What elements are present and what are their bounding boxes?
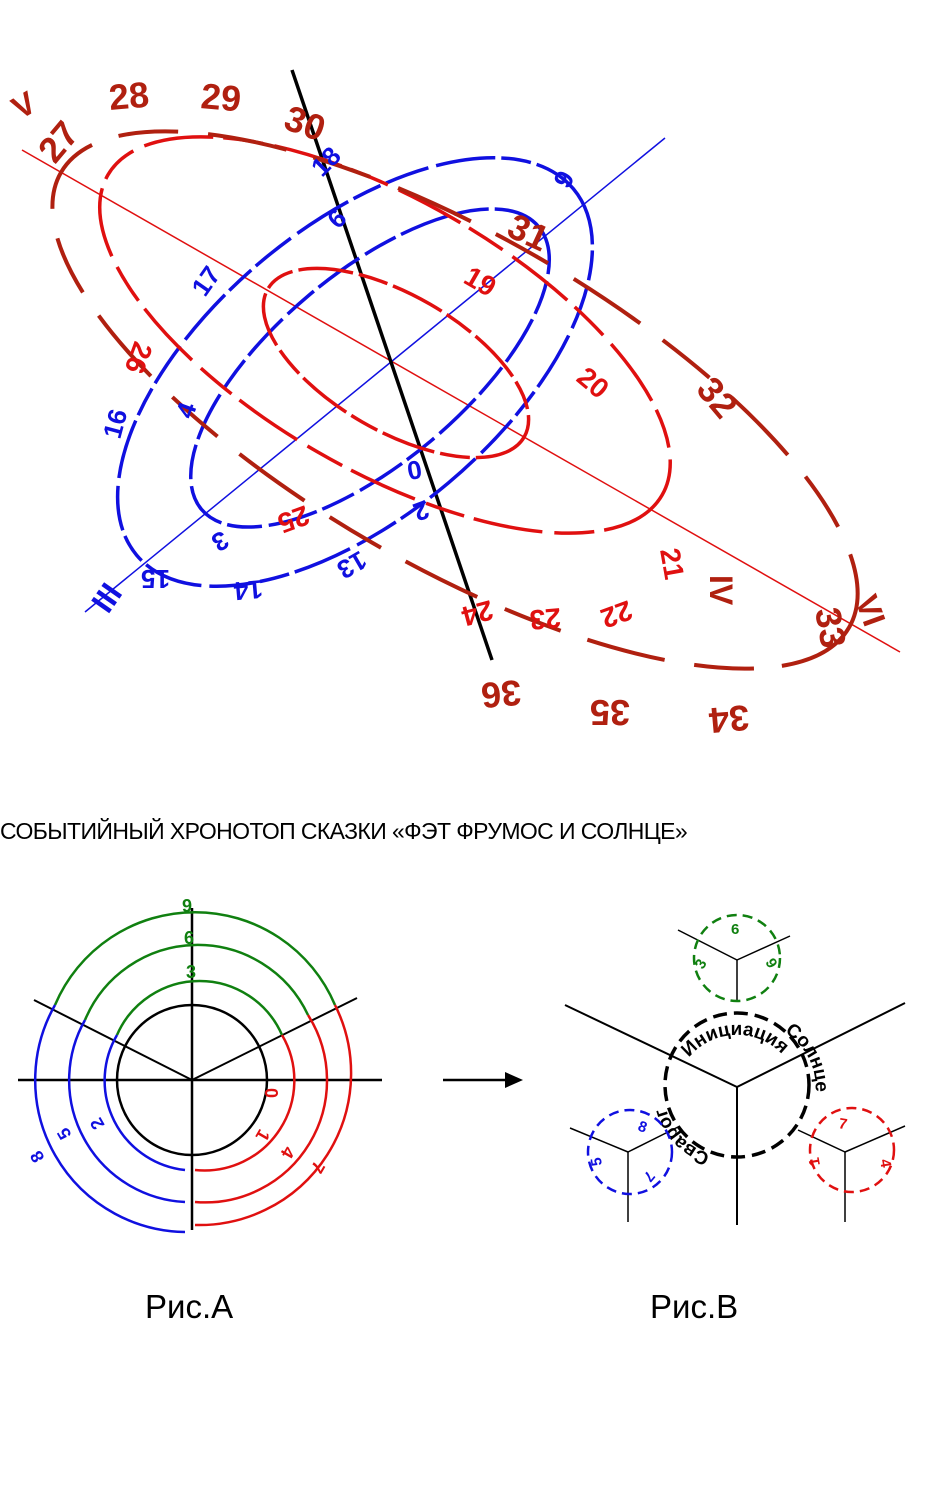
fig-a-red-arc-7 (194, 1004, 353, 1227)
top-label-27: 27 (30, 113, 87, 170)
fig-a-label-2: 2 (86, 1114, 108, 1133)
fig-b-red-label-1: 1 (806, 1156, 824, 1167)
top-label-blue-17: 17 (185, 261, 226, 302)
red-medium-ellipse (98, 135, 672, 535)
fig-a-blue-arc-5 (67, 1019, 186, 1204)
top-label-29: 29 (199, 75, 242, 119)
top-label-blue-15: 15 (141, 564, 170, 594)
fig-b-green-label-9: 9 (762, 956, 781, 972)
fig-b-center-line-left (564, 1004, 738, 1088)
top-label-36: 36 (479, 672, 522, 716)
figure-b-caption: Рис.В (650, 1288, 739, 1325)
top-label-24: 24 (458, 594, 497, 632)
figure-b-diagram: Инициация Сварог Солнце 6 3 9 8 5 7 (564, 913, 906, 1225)
fig-b-blue-label-7: 7 (640, 1167, 658, 1184)
fig-a-green-arc-3 (115, 979, 284, 1036)
red-axis-line (21, 149, 901, 653)
fig-b-green-label-6: 6 (731, 921, 739, 938)
top-label-21: 21 (654, 546, 690, 582)
fig-b-red-cluster: 7 1 4 (797, 1106, 906, 1222)
blue-outer-ellipse (115, 156, 595, 588)
fig-a-label-0: 0 (261, 1088, 281, 1098)
top-label-34: 34 (707, 697, 750, 741)
fig-b-blue-label-8: 8 (636, 1118, 650, 1137)
top-label-23: 23 (528, 602, 562, 636)
fig-a-label-7: 7 (307, 1158, 329, 1177)
top-label-blue-0: 0 (405, 454, 424, 486)
top-label-30: 30 (279, 97, 331, 149)
fig-a-label-8: 8 (26, 1147, 48, 1166)
fig-a-blue-arc-8 (33, 1004, 186, 1234)
red-small-ellipse (261, 266, 531, 460)
fig-a-label-5: 5 (53, 1124, 75, 1143)
transition-arrow (443, 1072, 523, 1088)
diagram-title: СОБЫТИЙНЫЙ ХРОНОТОП СКАЗКИ «ФЭТ ФРУМОС И… (0, 818, 688, 844)
top-label-33: 33 (807, 604, 854, 651)
top-label-blue-13: 13 (332, 545, 372, 585)
fig-b-word-sun: Солнце (782, 1019, 832, 1092)
fig-a-center-circle (115, 1003, 269, 1157)
top-label-blue-3: 3 (206, 525, 234, 558)
blue-axis-line (84, 137, 666, 613)
roman-V: V (6, 84, 43, 126)
fig-b-center-circle (663, 1011, 811, 1159)
top-label-26: 26 (119, 338, 159, 378)
chronotope-diagram: 19 20 21 22 23 24 25 26 27 28 29 30 31 3… (6, 69, 901, 741)
fig-a-red-arc-1 (194, 1034, 296, 1172)
fig-a-label-1: 1 (252, 1126, 274, 1145)
blue-inner-ellipse (188, 207, 552, 529)
svg-text:Солнце: Солнце (782, 1019, 832, 1092)
top-label-20: 20 (571, 361, 615, 405)
fig-b-green-label-3: 3 (692, 956, 711, 972)
fig-a-label-3: 3 (186, 962, 196, 982)
top-label-28: 28 (107, 74, 150, 118)
svg-text:Сварог: Сварог (650, 1106, 712, 1169)
top-label-blue-9: 9 (547, 165, 580, 193)
darkred-large-ellipse (50, 129, 860, 671)
figure-a-caption: Рис.А (145, 1288, 234, 1325)
fig-b-red-label-4: 4 (876, 1158, 894, 1170)
fig-a-blue-arc-2 (103, 1034, 186, 1172)
fig-a-green-arc-9 (53, 911, 337, 1006)
fig-a-label-4: 4 (277, 1143, 299, 1162)
roman-VI: VI (848, 590, 892, 631)
roman-IV: IV (703, 575, 739, 606)
fig-b-red-label-7: 7 (837, 1115, 848, 1133)
fig-a-diagonal-right (191, 997, 358, 1081)
fig-a-green-arc-6 (83, 943, 310, 1021)
top-label-32: 32 (689, 369, 746, 426)
top-label-22: 22 (597, 594, 637, 634)
figure-a-diagram: 0 1 2 3 4 5 6 7 8 9 (18, 896, 382, 1234)
roman-III: III (84, 577, 129, 619)
top-label-blue-14: 14 (232, 574, 264, 606)
fig-a-red-arc-4 (194, 1014, 329, 1204)
black-axis-line (290, 69, 494, 661)
fig-b-green-cluster: 6 3 9 (677, 913, 791, 1003)
fig-b-center-line-right (736, 1002, 906, 1088)
top-label-25: 25 (274, 499, 314, 539)
top-label-19: 19 (459, 260, 501, 302)
top-label-35: 35 (590, 692, 630, 733)
fig-a-label-9: 9 (182, 896, 192, 916)
top-label-blue-4: 4 (169, 398, 202, 422)
fig-b-word-svarog: Сварог (650, 1106, 712, 1169)
fig-a-label-6: 6 (184, 928, 194, 948)
fig-b-blue-label-5: 5 (588, 1156, 606, 1167)
